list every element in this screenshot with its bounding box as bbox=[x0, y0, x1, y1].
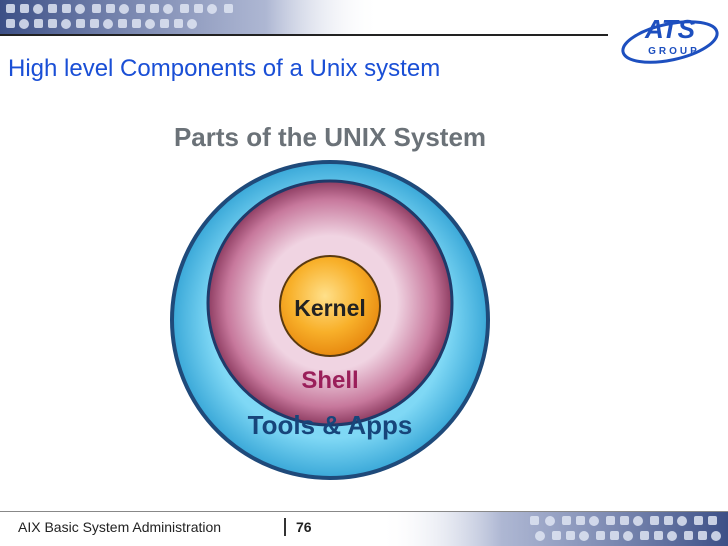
ats-group-logo: ATS GROUP bbox=[621, 14, 719, 64]
logo-text-top: ATS bbox=[644, 14, 696, 44]
footer-separator bbox=[284, 518, 286, 536]
diagram-heading: Parts of the UNIX System bbox=[174, 122, 486, 152]
kernel-label: Kernel bbox=[294, 295, 366, 321]
unix-layers-diagram: Parts of the UNIX System Kernel Shell To… bbox=[170, 122, 490, 480]
page-number: 76 bbox=[296, 519, 312, 535]
footer-course-title: AIX Basic System Administration bbox=[18, 519, 222, 535]
tools-apps-label: Tools & Apps bbox=[248, 410, 413, 440]
footer-pattern-band bbox=[380, 512, 728, 546]
shell-label: Shell bbox=[301, 367, 358, 394]
logo-text-bottom: GROUP bbox=[648, 46, 700, 57]
kernel-core bbox=[279, 255, 381, 357]
slide-title: High level Components of a Unix system bbox=[8, 55, 441, 82]
header-divider bbox=[0, 34, 608, 36]
header-pattern-band bbox=[0, 0, 380, 34]
footer-divider bbox=[0, 511, 728, 512]
